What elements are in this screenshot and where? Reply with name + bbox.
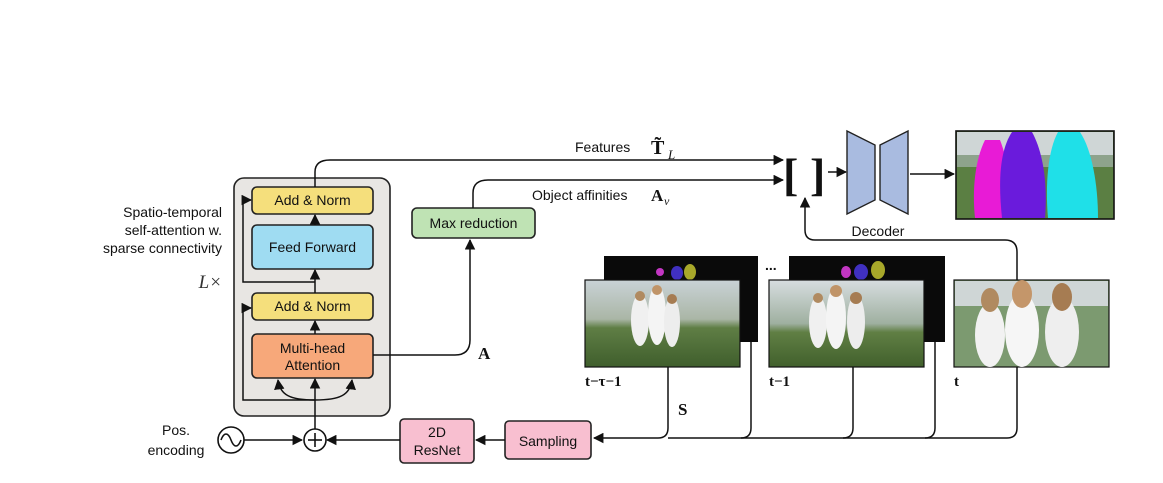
sum-node: [303, 428, 327, 452]
resnet-label-line1: 2D: [428, 424, 446, 440]
samples-symbol: S: [678, 400, 687, 419]
frame-stack-1: [584, 256, 758, 368]
features-subscript: L: [667, 147, 675, 162]
decoder-encoder-half: [846, 129, 876, 216]
side-label-line3: sparse connectivity: [103, 240, 222, 256]
frame-label-2: t−1: [769, 374, 790, 390]
affinities-symbol: A: [651, 186, 664, 205]
decoder: [846, 129, 909, 216]
frames-ellipsis: ...: [765, 257, 777, 273]
mha-label-line1: Multi-head: [280, 340, 345, 356]
max-reduction-label: Max reduction: [430, 215, 518, 231]
features-symbol: T̃: [651, 136, 665, 159]
mha-label-line2: Attention: [285, 357, 340, 373]
pos-encoding-line2: encoding: [148, 442, 205, 458]
frame-stack-2: [768, 256, 945, 368]
resnet-box: [399, 418, 475, 464]
frame-current: [953, 279, 1110, 368]
segment-purple: [1000, 132, 1046, 218]
pos-encoding-line1: Pos.: [162, 422, 190, 438]
side-label-line2: self-attention w.: [125, 222, 222, 238]
transformer-block: Add & Norm Feed Forward Add & Norm Multi…: [233, 177, 391, 432]
segment-cyan: [1046, 132, 1098, 218]
sine-wave-icon: [217, 426, 245, 454]
side-label-line1: Spatio-temporal: [123, 204, 222, 220]
features-label: Features: [575, 139, 630, 155]
frame-image-2: [768, 279, 925, 368]
affinities-label: Object affinities: [532, 187, 627, 203]
feed-forward-label: Feed Forward: [269, 239, 356, 255]
frame-label-3: t: [954, 374, 959, 390]
segmentation-output-image: [955, 130, 1115, 220]
sampling-label: Sampling: [519, 433, 577, 449]
decoder-label: Decoder: [852, 223, 905, 239]
concat-close-bracket: ]: [810, 149, 825, 200]
repeat-label: L×: [198, 272, 222, 293]
add-norm-top-label: Add & Norm: [274, 192, 350, 208]
attention-symbol: A: [478, 344, 491, 363]
concat-open-bracket: [: [783, 149, 798, 200]
add-norm-bottom-label: Add & Norm: [274, 298, 350, 314]
decoder-decoder-half: [879, 129, 909, 216]
resnet-label-line2: ResNet: [414, 442, 461, 458]
frame-label-1: t−τ−1: [585, 374, 622, 390]
affinities-subscript: v: [664, 194, 670, 208]
